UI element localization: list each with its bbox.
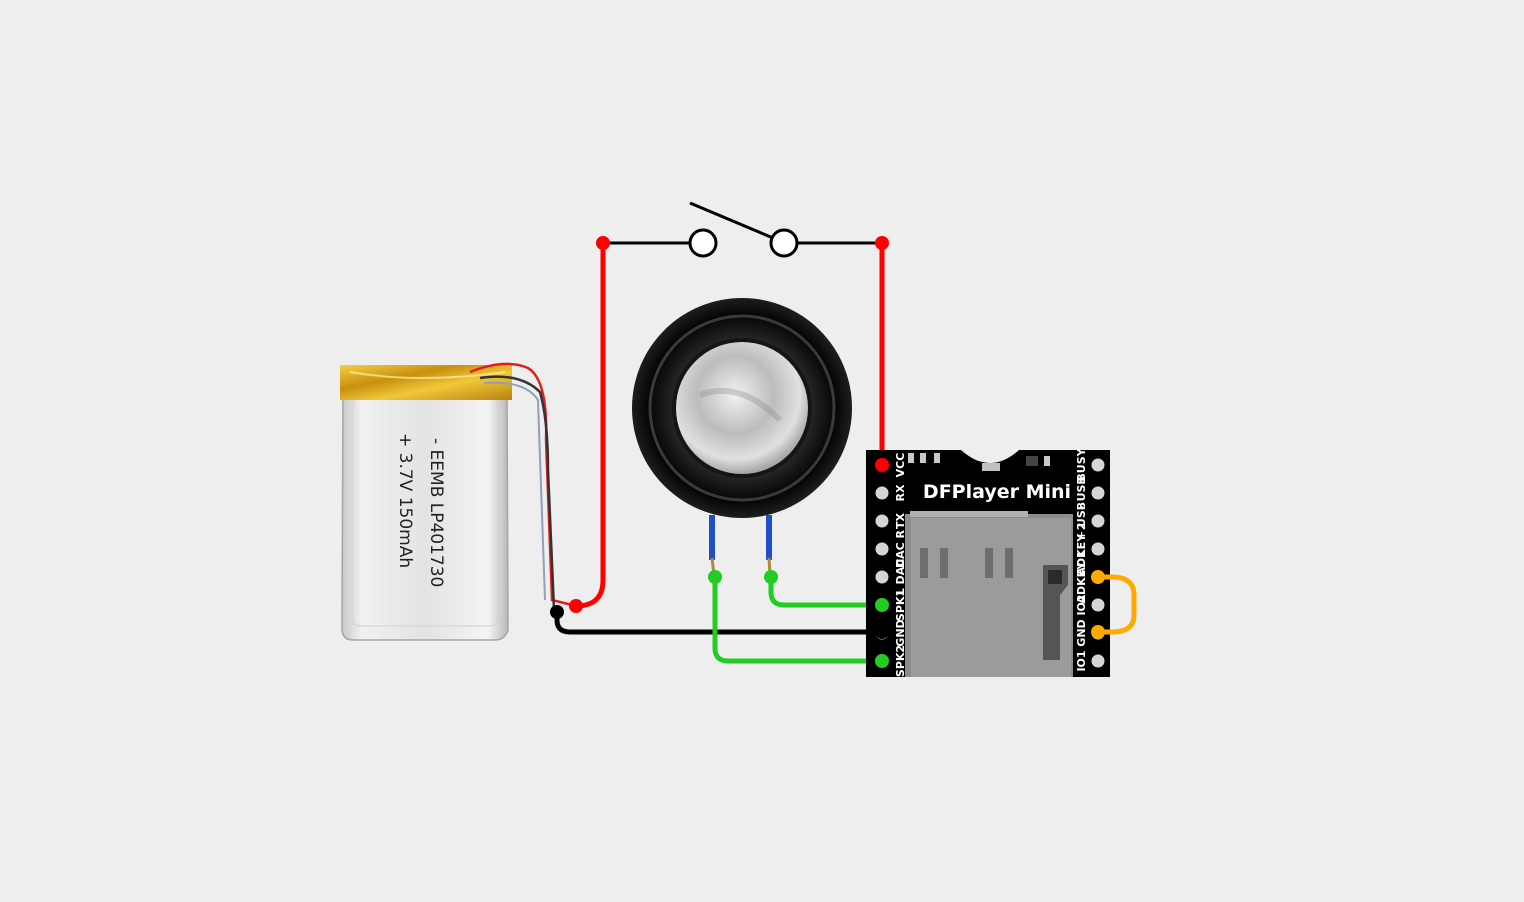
speaker-node-spk1[interactable] — [875, 598, 889, 612]
pin-label: IO1 — [1075, 650, 1088, 671]
switch-terminal-right — [769, 228, 799, 258]
pin-label: GND — [894, 619, 907, 646]
pin-label: - USB — [1075, 476, 1088, 510]
ground-wire[interactable] — [554, 612, 882, 635]
pin-label: GND — [1075, 619, 1088, 646]
battery-label-line1: - EEMB LP401730 — [426, 438, 446, 587]
pin-adkey2[interactable] — [1091, 542, 1105, 556]
power-node-switch-left[interactable] — [596, 236, 610, 250]
pin-busy[interactable] — [1091, 458, 1105, 472]
speaker-node-right[interactable] — [764, 570, 778, 584]
speaker-node-left[interactable] — [708, 570, 722, 584]
pin-label: IO2 — [1075, 594, 1088, 615]
pin-label: VCC — [894, 453, 907, 478]
pin-label: DAC R — [894, 529, 907, 568]
jumper-endpoint — [1091, 625, 1105, 639]
pin-label: BUSY — [1075, 447, 1088, 481]
pin-label: L DAC — [894, 559, 907, 596]
battery-black-lead — [479, 375, 556, 611]
pin-label: TX — [894, 512, 907, 529]
battery-kapton-tape — [340, 365, 512, 400]
power-node-battery[interactable] — [569, 599, 583, 613]
ground-node-module[interactable] — [875, 625, 889, 639]
spst-switch-icon[interactable] — [688, 201, 799, 258]
pin-label: SPK1 — [894, 589, 907, 621]
microsd-slot-icon — [905, 511, 1073, 677]
jumper-endpoint — [1091, 570, 1105, 584]
speaker-wire-spk1[interactable] — [768, 577, 882, 608]
pin-dac-l[interactable] — [875, 570, 889, 584]
speaker-wire-spk2[interactable] — [712, 577, 882, 664]
pin-usb-plus[interactable] — [1091, 514, 1105, 528]
pin-label: SPK2 — [894, 645, 907, 677]
speaker-node-spk2[interactable] — [875, 654, 889, 668]
dfplayer-mini-module: DFPlayer Mini VCC RX TX DAC R — [866, 447, 1137, 677]
power-node-switch-right[interactable] — [875, 236, 889, 250]
switch-terminal-left — [688, 228, 718, 258]
power-wire-battery[interactable] — [575, 243, 606, 609]
pin-rx[interactable] — [875, 486, 889, 500]
speaker-dome — [676, 342, 808, 474]
adkey-jumper-wire[interactable] — [1098, 574, 1137, 635]
battery-cell — [341, 387, 509, 641]
lipo-battery: - EEMB LP401730 + 3.7V 150mAh — [340, 362, 577, 641]
pin-tx[interactable] — [875, 514, 889, 528]
pin-label: ADKEY 2 — [1075, 522, 1088, 575]
ground-node-battery[interactable] — [550, 605, 564, 619]
right-pin-header: BUSY - USB + USB ADKEY 2 ADKEY 1 IO2 GND… — [1075, 447, 1105, 672]
wire-endpoints — [550, 236, 889, 668]
pin-label: ADKEY 1 — [1075, 550, 1088, 603]
module-title: DFPlayer Mini — [923, 481, 1071, 503]
power-node-vcc[interactable] — [875, 458, 889, 472]
pin-label: RX — [894, 484, 907, 501]
pin-label: + USB — [1075, 502, 1088, 540]
pin-dac-r[interactable] — [875, 542, 889, 556]
pin-io1[interactable] — [1091, 654, 1105, 668]
pin-io2[interactable] — [1091, 598, 1105, 612]
pin-usb-minus[interactable] — [1091, 486, 1105, 500]
speaker-icon[interactable] — [632, 298, 852, 576]
switch-lever — [689, 201, 774, 240]
battery-label-line2: + 3.7V 150mAh — [395, 433, 415, 568]
